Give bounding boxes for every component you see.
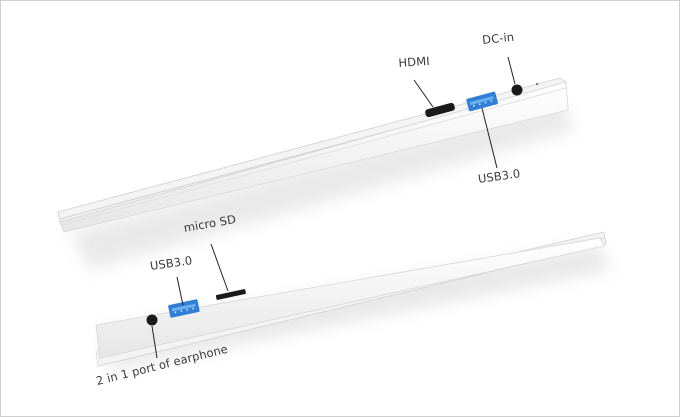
usb-top-leader-line <box>481 107 498 169</box>
earphone-port-icon <box>146 314 158 326</box>
hdmi-label: HDMI <box>398 53 431 70</box>
micro-sd-leader-line <box>210 243 229 292</box>
indicator-light-icon <box>536 83 538 85</box>
bottom-laptop-front <box>95 237 605 359</box>
dc-in-port-icon <box>511 84 523 96</box>
hdmi-leader-line <box>413 79 434 108</box>
usb-bottom-leader-line <box>176 276 184 306</box>
micro-sd-slot-icon <box>215 289 246 300</box>
usb-port-bottom-icon <box>168 299 200 318</box>
dc-in-leader-line <box>507 56 516 85</box>
usb-port-top-icon <box>466 91 498 112</box>
earphone-leader-line <box>151 325 158 359</box>
hdmi-port-icon <box>425 102 455 118</box>
